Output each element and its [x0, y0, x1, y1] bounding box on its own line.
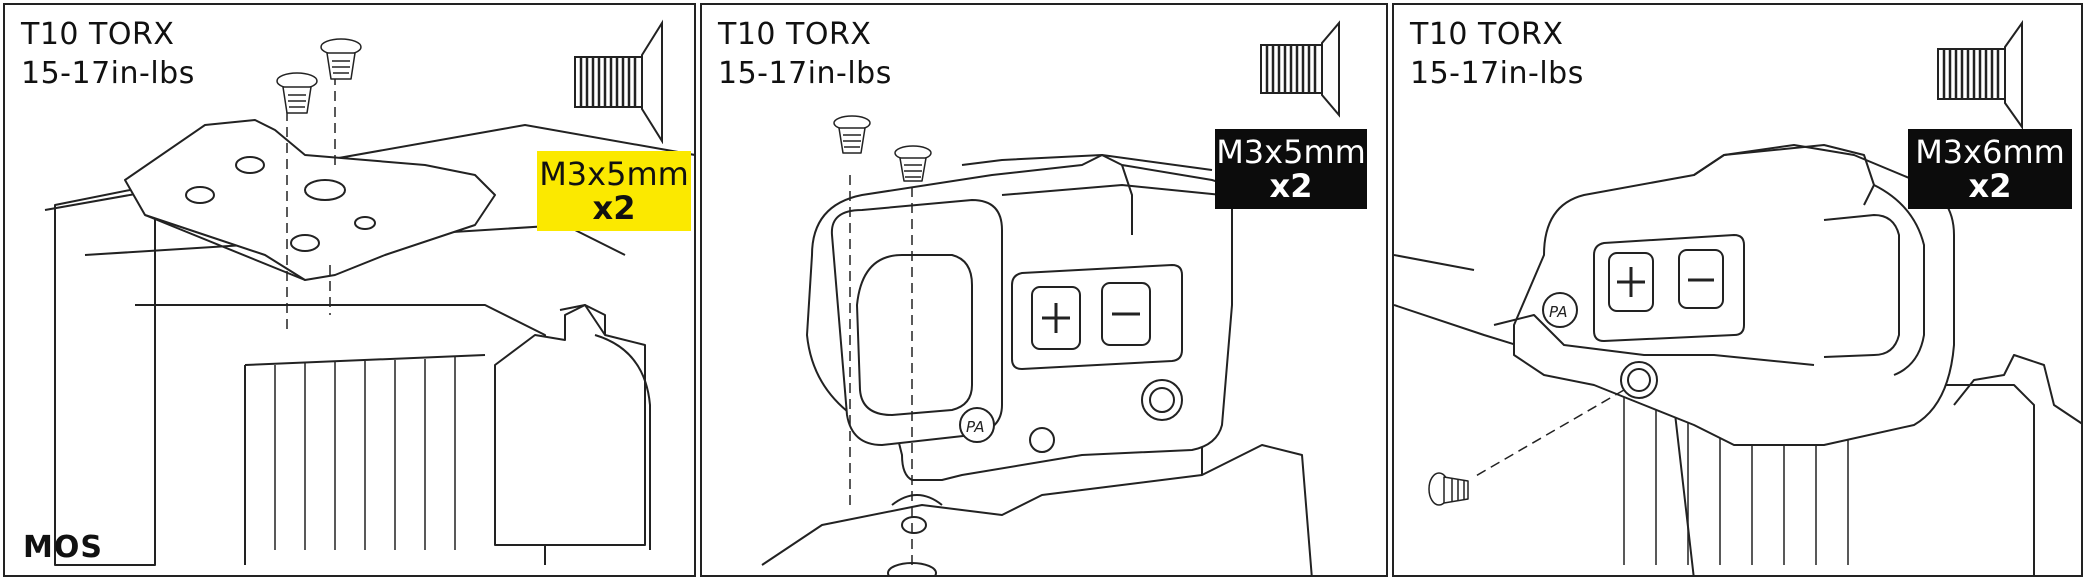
torque-label: 15-17in-lbs	[21, 56, 195, 91]
mos-plate-install-illustration	[44, 38, 694, 566]
step-panel-2: PA T10 TORX 15-17in-lbs M3x5mm x2	[700, 3, 1388, 577]
pa-logo-icon	[1542, 292, 1578, 328]
torque-spec: T10 TORX 15-17in-lbs	[1410, 15, 1584, 93]
torque-label: 15-17in-lbs	[1410, 56, 1584, 91]
screw-size-badge: M3x5mm x2	[537, 151, 691, 231]
mos-label: MOS	[23, 530, 103, 565]
screw-size-label: M3x5mm	[539, 155, 689, 193]
screw-size-badge: M3x6mm x2	[1908, 129, 2072, 209]
step-panel-1: T10 TORX 15-17in-lbs M3x5mm x2 MOS	[3, 3, 696, 577]
optic-torque-illustration: PA	[1394, 144, 2081, 575]
tool-label: T10 TORX	[21, 17, 175, 52]
flat-head-screw-icon	[574, 19, 663, 144]
torque-label: 15-17in-lbs	[718, 56, 892, 91]
screw-quantity-label: x2	[1269, 167, 1313, 205]
screw-quantity-label: x2	[592, 189, 636, 227]
step-panel-3: PA T10 TORX 15-17in-lbs M3x6mm x2	[1392, 3, 2083, 577]
tool-label: T10 TORX	[718, 17, 872, 52]
torque-spec: T10 TORX 15-17in-lbs	[718, 15, 892, 93]
svg-text:PA: PA	[1549, 303, 1568, 321]
torque-spec: T10 TORX 15-17in-lbs	[21, 15, 195, 93]
flat-head-screw-icon	[1260, 20, 1340, 118]
screw-quantity-label: x2	[1968, 167, 2012, 205]
flat-head-screw-icon	[1937, 19, 2023, 131]
optic-mount-illustration: PA	[761, 115, 1313, 575]
screw-size-badge: M3x5mm x2	[1215, 129, 1367, 209]
screw-size-label: M3x5mm	[1216, 133, 1366, 171]
screw-size-label: M3x6mm	[1915, 133, 2065, 171]
svg-text:PA: PA	[966, 418, 985, 436]
pa-logo-icon	[959, 407, 995, 443]
tool-label: T10 TORX	[1410, 17, 1564, 52]
